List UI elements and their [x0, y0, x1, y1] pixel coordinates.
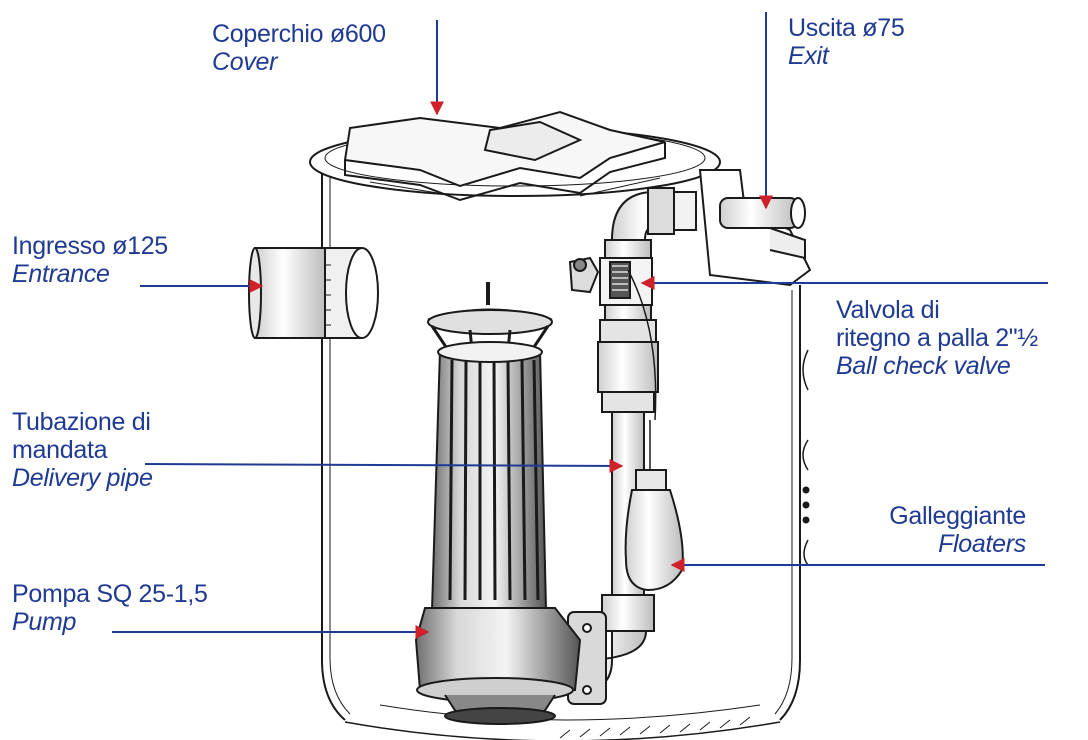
- callout-entrance-it: Ingresso ø125: [12, 232, 168, 260]
- callout-valve-it2: ritegno a palla 2"½: [836, 324, 1038, 352]
- callout-entrance-en: Entrance: [12, 260, 110, 288]
- callout-floater-it: Galleggiante: [889, 502, 1026, 530]
- tank: [321, 160, 810, 740]
- callout-valve: Valvola di ritegno a palla 2"½ Ball chec…: [836, 296, 1038, 380]
- callout-floater-en: Floaters: [938, 530, 1026, 558]
- callout-entrance: Ingresso ø125 Entrance: [12, 232, 168, 288]
- float: [624, 269, 684, 592]
- callout-pump: Pompa SQ 25-1,5 Pump: [12, 580, 208, 636]
- cover-lid: [309, 110, 721, 202]
- callout-pipe-en: Delivery pipe: [12, 464, 153, 492]
- callout-pipe: Tubazione di mandata Delivery pipe: [12, 408, 153, 492]
- callout-valve-it1: Valvola di: [836, 296, 940, 324]
- callout-cover: Coperchio ø600 Cover: [212, 20, 386, 76]
- callout-cover-en: Cover: [212, 48, 278, 76]
- callout-floater: Galleggiante Floaters: [889, 502, 1026, 558]
- leader-pipe: [144, 458, 624, 473]
- callout-pipe-it2: mandata: [12, 436, 108, 464]
- pump: [414, 282, 582, 725]
- leader-lines: [112, 12, 1048, 639]
- callout-pump-it: Pompa SQ 25-1,5: [12, 580, 208, 608]
- callout-valve-en: Ball check valve: [836, 352, 1011, 380]
- callout-cover-it: Coperchio ø600: [212, 20, 386, 48]
- callout-pump-en: Pump: [12, 608, 77, 636]
- callout-exit: Uscita ø75 Exit: [788, 14, 905, 70]
- callout-exit-en: Exit: [788, 42, 829, 70]
- exit-pipe: [698, 169, 812, 287]
- callout-pipe-it1: Tubazione di: [12, 408, 151, 436]
- entrance-pipe: [248, 247, 379, 339]
- callout-exit-it: Uscita ø75: [788, 14, 905, 42]
